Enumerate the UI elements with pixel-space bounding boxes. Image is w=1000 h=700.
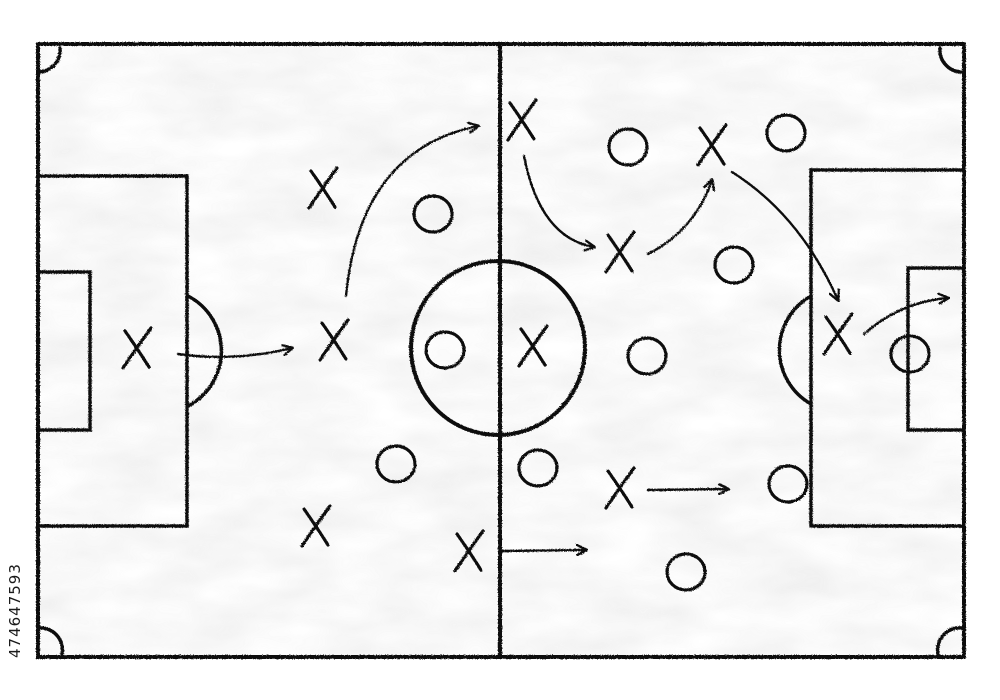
player-x — [604, 230, 636, 274]
player-x — [696, 123, 728, 167]
arrow-keeper-pass — [176, 348, 292, 359]
player-o — [375, 444, 417, 484]
arrow-overlap — [498, 550, 586, 551]
player-o — [412, 194, 454, 234]
player-x — [121, 326, 153, 370]
arrow-forward-run — [646, 489, 728, 490]
arrow-wing-cut — [522, 154, 594, 247]
movement-arrows — [176, 126, 948, 551]
right-goal-area — [906, 266, 966, 432]
arrow-long-run — [344, 126, 478, 298]
player-o — [767, 464, 809, 504]
player-o — [665, 552, 707, 592]
corner-arc-top-left — [36, 46, 62, 74]
pitch-lines — [36, 42, 966, 659]
arrow-one-two — [646, 180, 712, 256]
arrow-diagonal-run — [730, 170, 838, 300]
player-o — [424, 330, 466, 370]
left-penalty-arc — [186, 294, 224, 408]
player-x — [453, 529, 485, 573]
player-x — [300, 504, 332, 548]
left-goal-area — [36, 270, 92, 432]
player-o — [626, 336, 668, 376]
right-penalty-arc — [777, 294, 813, 406]
player-o — [889, 334, 931, 374]
center-circle — [409, 259, 587, 437]
player-x — [517, 324, 549, 368]
player-x — [318, 318, 350, 362]
team-o-markers — [375, 113, 931, 592]
player-x — [307, 166, 339, 210]
corner-arc-top-right — [938, 46, 964, 74]
corner-arc-bottom-right — [935, 626, 964, 656]
corner-arc-bottom-left — [36, 626, 65, 656]
player-o — [517, 448, 559, 488]
team-x-markers — [121, 98, 854, 573]
player-o — [765, 113, 807, 153]
player-x — [604, 466, 636, 510]
stock-id-watermark: 474647593 — [6, 563, 24, 658]
player-o — [607, 127, 649, 167]
player-x — [822, 312, 854, 356]
arrow-shot — [862, 298, 948, 336]
player-o — [713, 245, 755, 285]
player-x — [506, 98, 538, 142]
